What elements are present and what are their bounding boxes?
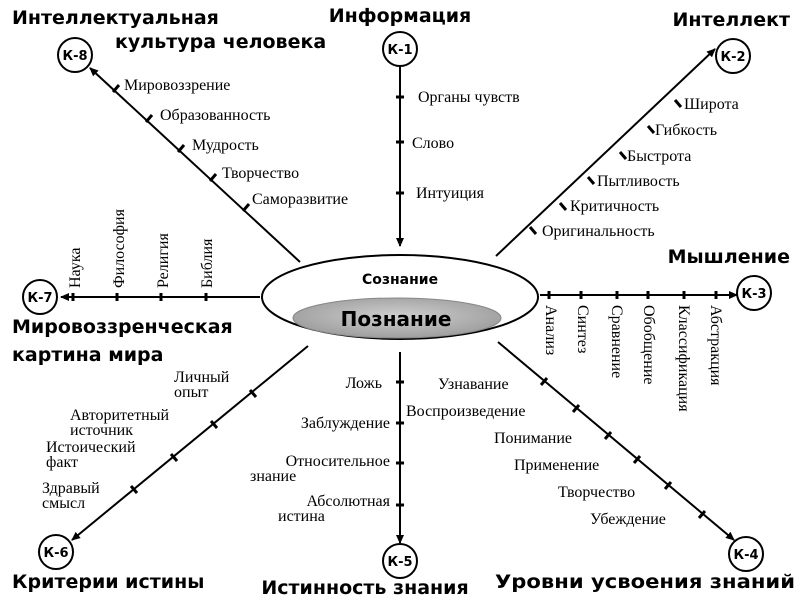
axis-k8 [89,67,301,263]
center-main-label: Познание [341,307,452,331]
list-item: знание [250,468,296,485]
labels-k4: Узнавание Воспроизведение Понимание Прим… [406,376,666,528]
list-item: Ложь [346,375,382,392]
list-item: Узнавание [438,376,509,393]
list-item: Творчество [222,165,299,182]
list-item: Творчество [558,484,635,501]
node-k1: К-1 [382,31,418,67]
header-k7-line1: Мировоззренческая [12,316,233,338]
list-item: Органы чувств [418,89,520,106]
axis-k2 [495,48,716,257]
svg-text:К-5: К-5 [387,555,412,570]
node-k8: К-8 [57,37,93,73]
list-item: источник [70,422,133,439]
list-item: истина [278,508,325,525]
list-item: Саморазвитие [252,191,348,208]
list-item: Оригинальность [542,223,655,240]
list-item: Авторитетный [70,407,169,424]
list-item: Обобщение [640,305,657,384]
svg-text:К-8: К-8 [62,49,87,64]
axis-k6 [71,345,309,541]
header-k3: Мышление [668,246,790,268]
list-item: Абсолютная [306,493,390,510]
labels-k7: Наука Философия Религия Библия [67,208,216,288]
header-k6: Критерии истины [12,571,204,593]
center-node: Сознание Познание [261,254,539,340]
svg-text:К-2: К-2 [720,50,745,65]
list-item: Философия [111,208,128,288]
list-item: Наука [67,248,84,288]
labels-k3: Анализ Синтез Сравнение Обобщение Класси… [542,305,724,412]
list-item: Здравый [42,480,100,497]
node-k3: К-3 [736,275,772,311]
svg-text:К-7: К-7 [27,291,52,306]
header-k8-line2: культура человека [115,31,326,53]
node-k7: К-7 [22,279,58,315]
list-item: Слово [412,135,454,152]
node-k2: К-2 [715,38,751,74]
list-item: Синтез [574,305,591,353]
list-item: Сравнение [608,305,625,378]
labels-k2: Широта Гибкость Быстрота Пытливость Крит… [542,96,739,240]
svg-text:К-4: К-4 [733,548,758,563]
list-item: Истоический [46,439,136,456]
list-item: Абстракция [707,305,724,386]
axis-k4 [497,341,735,541]
list-item: Интуиция [416,185,485,202]
list-item: Классификация [675,305,692,412]
list-item: опыт [174,384,208,401]
list-item: Применение [514,457,599,474]
node-k5: К-5 [382,543,418,579]
list-item: Убеждение [590,511,666,528]
labels-k6: Личный опыт Авторитетный источник Истоич… [42,369,230,512]
list-item: Воспроизведение [406,403,525,420]
list-item: Пытливость [597,173,680,190]
header-k8-line1: Интеллектуальная [12,7,219,29]
list-item: Мудрость [192,137,259,154]
labels-k1: Органы чувств Слово Интуиция [412,89,520,202]
list-item: Гибкость [655,122,717,139]
list-item: Библия [199,238,216,288]
header-k5: Истинность знания [261,577,468,599]
list-item: Религия [155,233,172,288]
labels-k5: Ложь Заблуждение Относительное знание Аб… [250,375,391,525]
headers: Информация Интеллект Мышление Уровни усв… [12,5,795,599]
svg-text:К-6: К-6 [43,546,68,561]
list-item: Понимание [494,430,572,447]
labels-k8: Мировоззрение Образованность Мудрость Тв… [124,77,348,208]
header-k4: Уровни усвоения знаний [495,571,795,593]
tick-marks [71,84,718,519]
header-k7-line2: картина мира [12,344,163,366]
list-item: Образованность [160,107,270,124]
list-item: Мировоззрение [124,77,230,94]
center-top-label: Сознание [362,272,438,288]
list-item: факт [46,454,78,471]
list-item: Быстрота [627,148,691,165]
list-item: Анализ [542,305,559,355]
list-item: смысл [42,495,85,512]
list-item: Личный [174,369,230,386]
header-k1: Информация [329,5,471,27]
node-k4: К-4 [728,536,764,572]
list-item: Заблуждение [301,415,390,432]
list-item: Широта [684,96,739,113]
svg-text:К-1: К-1 [387,43,412,58]
header-k2: Интеллект [672,9,790,31]
node-k6: К-6 [38,534,74,570]
svg-text:К-3: К-3 [741,287,766,302]
list-item: Критичность [570,198,659,215]
list-item: Относительное [286,453,390,470]
k-nodes: К-1 К-2 К-3 К-4 К-5 К-6 К-7 К-8 [22,31,772,579]
